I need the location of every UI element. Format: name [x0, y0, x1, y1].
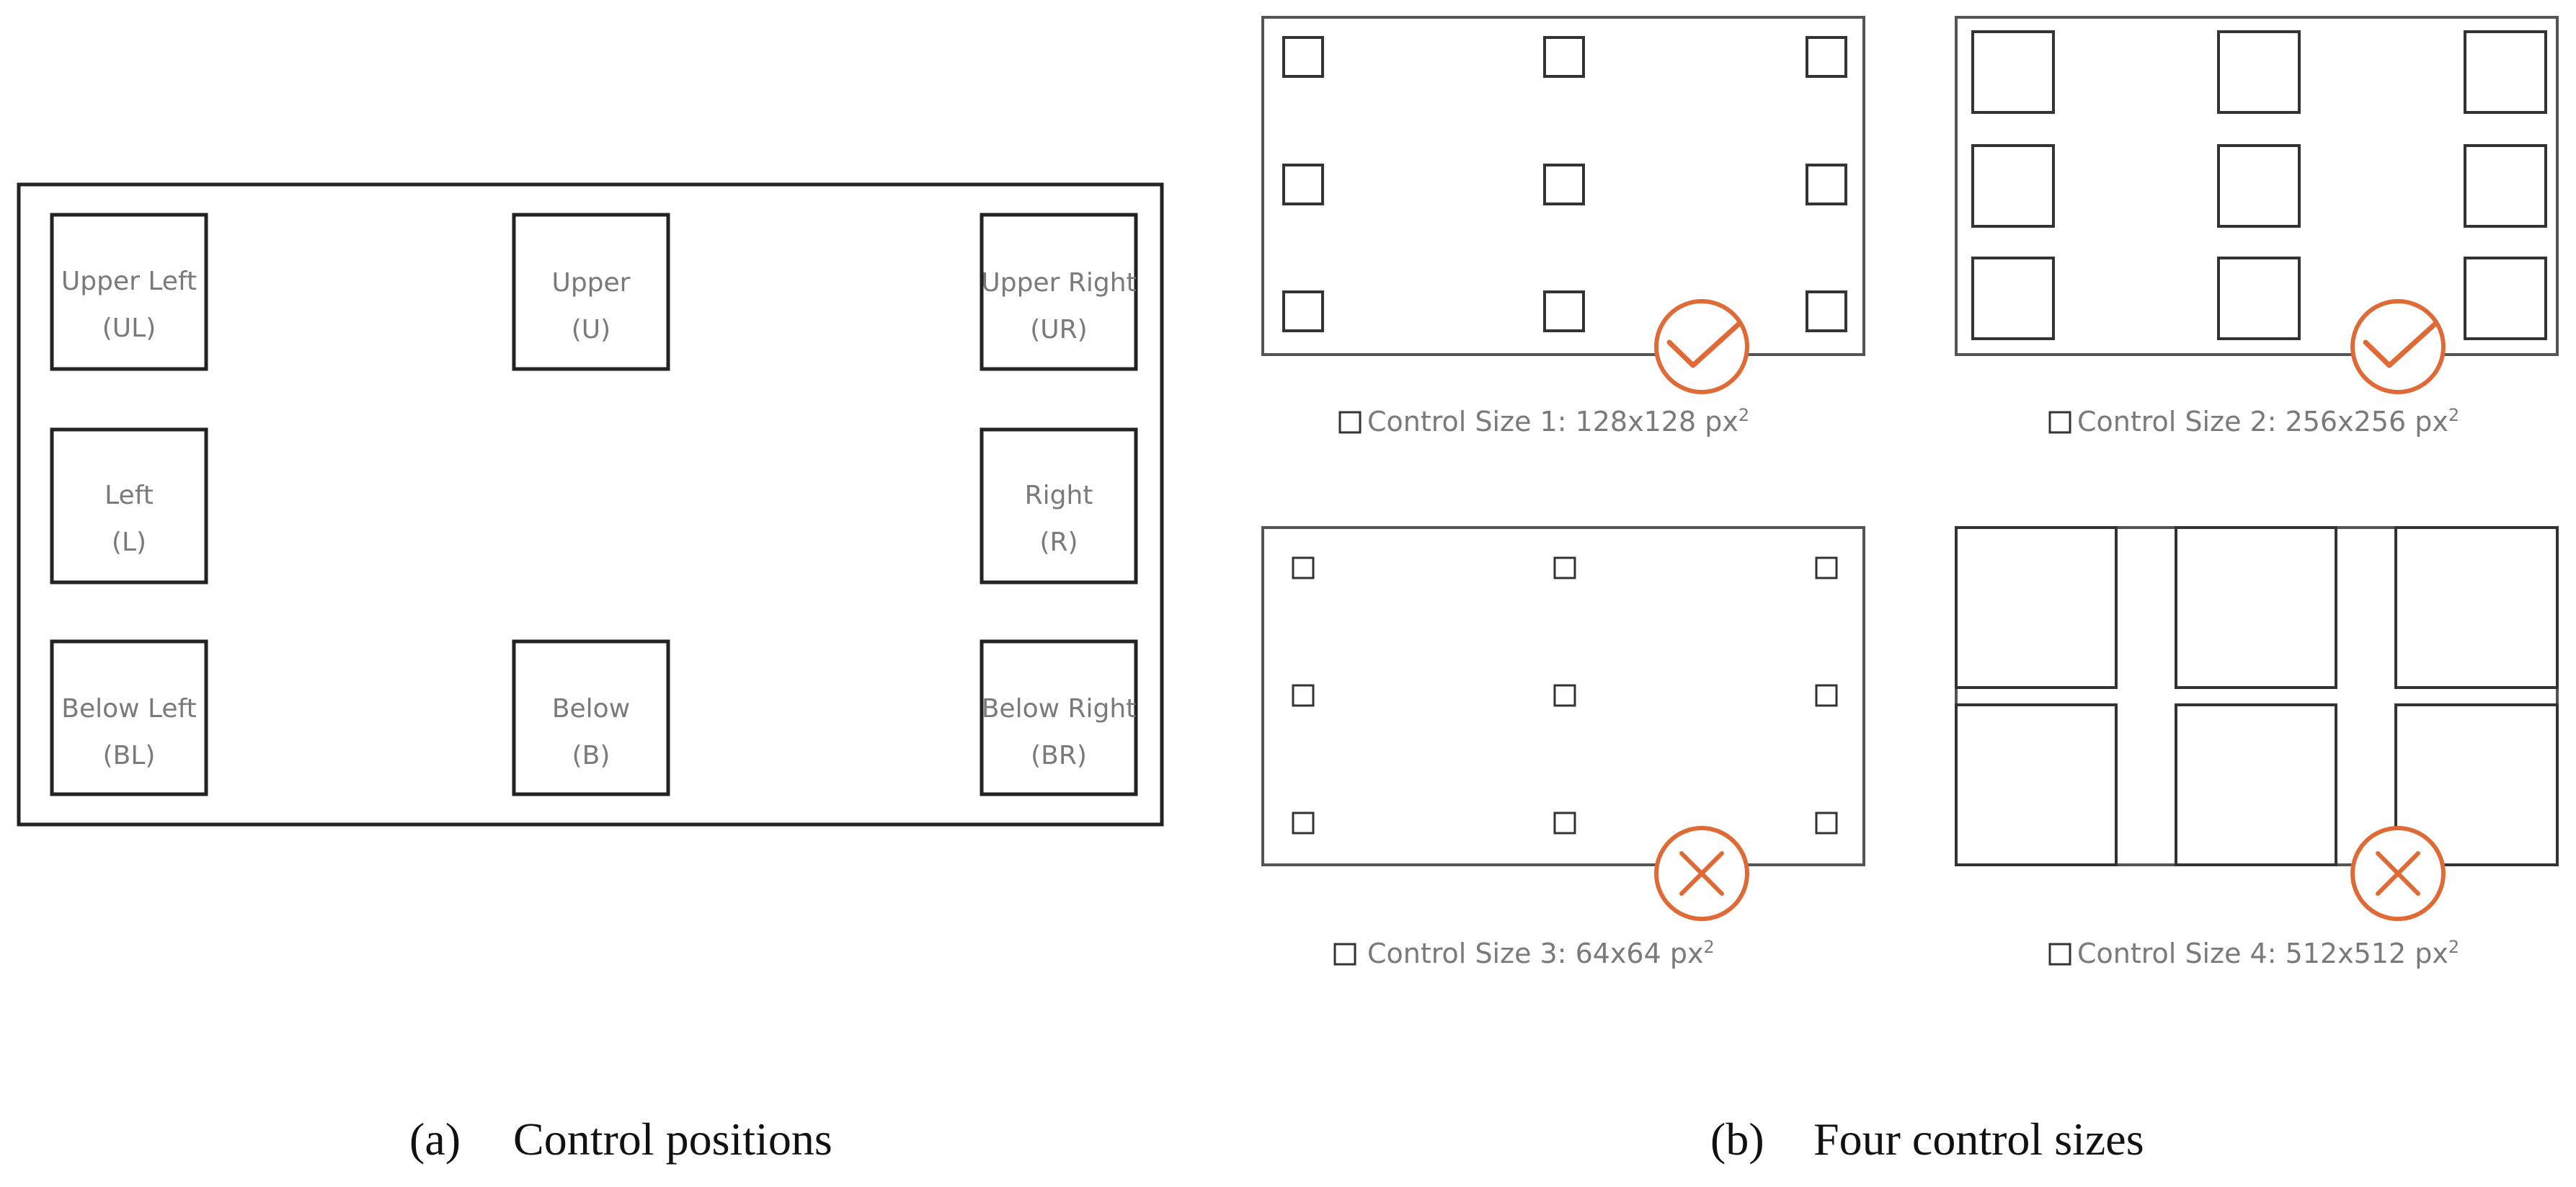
- panel-a: Upper Left (UL) Upper (U) Upper Right (U…: [17, 182, 1164, 1165]
- legend-square-icon: [2048, 411, 2071, 434]
- caption-tag-b: (b): [1710, 1113, 1764, 1165]
- screen-frame: [1955, 16, 2559, 356]
- control-abbr: (L): [112, 528, 146, 557]
- size-label: Control Size 1: 128x128 px2: [1367, 405, 1749, 437]
- control-upper-right: Upper Right (UR): [980, 213, 1138, 371]
- control-abbr: (UR): [1030, 315, 1087, 344]
- cross-icon: [2350, 826, 2446, 921]
- control-upper: Upper (U): [512, 213, 670, 371]
- size-label: Control Size 3: 64x64 px2: [1367, 937, 1715, 969]
- size-label: Control Size 2: 256x256 px2: [2077, 405, 2459, 437]
- control-abbr: (BR): [1031, 741, 1087, 770]
- control-name: Left: [105, 481, 154, 510]
- size-3-example: Control Size 3: 64x64 px2: [1261, 526, 1865, 969]
- control-name: Upper Left: [61, 267, 197, 296]
- control-name: Upper: [551, 268, 630, 298]
- screen-frame: [17, 182, 1164, 827]
- caption-a: Control positions: [513, 1113, 832, 1165]
- check-icon: [1654, 299, 1749, 394]
- control-abbr: (UL): [102, 314, 156, 343]
- control-abbr: (BL): [103, 741, 156, 770]
- control-left: Left (L): [50, 427, 208, 584]
- control-upper-left: Upper Left (UL): [50, 213, 208, 371]
- check-icon: [2350, 299, 2446, 394]
- control-name: Below Right: [982, 694, 1137, 724]
- control-abbr: (U): [572, 315, 610, 344]
- control-name: Upper Right: [981, 268, 1136, 298]
- control-abbr: (R): [1039, 528, 1078, 557]
- size-1-example: Control Size 1: 128x128 px2: [1261, 16, 1865, 437]
- control-below-left: Below Left (BL): [50, 639, 208, 796]
- panel-b: Control Size 1: 128x128 px2 Control Size…: [1261, 16, 2559, 1165]
- caption-b: Four control sizes: [1813, 1113, 2144, 1165]
- caption-tag-a: (a): [409, 1113, 461, 1165]
- screen-frame: [1261, 16, 1865, 356]
- size-4-example: Control Size 4: 512x512 px2: [1955, 526, 2559, 969]
- control-below: Below (B): [512, 639, 670, 796]
- size-2-example: Control Size 2: 256x256 px2: [1955, 16, 2559, 437]
- control-right: Right (R): [980, 427, 1138, 584]
- control-name: Below Left: [61, 694, 197, 724]
- control-abbr: (B): [572, 741, 610, 770]
- screen-frame: [1261, 526, 1865, 866]
- legend-square-icon: [1338, 411, 1362, 434]
- legend-square-icon: [1333, 943, 1356, 966]
- control-name: Below: [552, 694, 630, 724]
- screen-frame: [1955, 526, 2559, 866]
- cross-icon: [1654, 826, 1749, 921]
- legend-square-icon: [2048, 943, 2071, 966]
- control-below-right: Below Right (BR): [980, 639, 1138, 796]
- size-label: Control Size 4: 512x512 px2: [2077, 937, 2459, 969]
- control-name: Right: [1025, 481, 1093, 510]
